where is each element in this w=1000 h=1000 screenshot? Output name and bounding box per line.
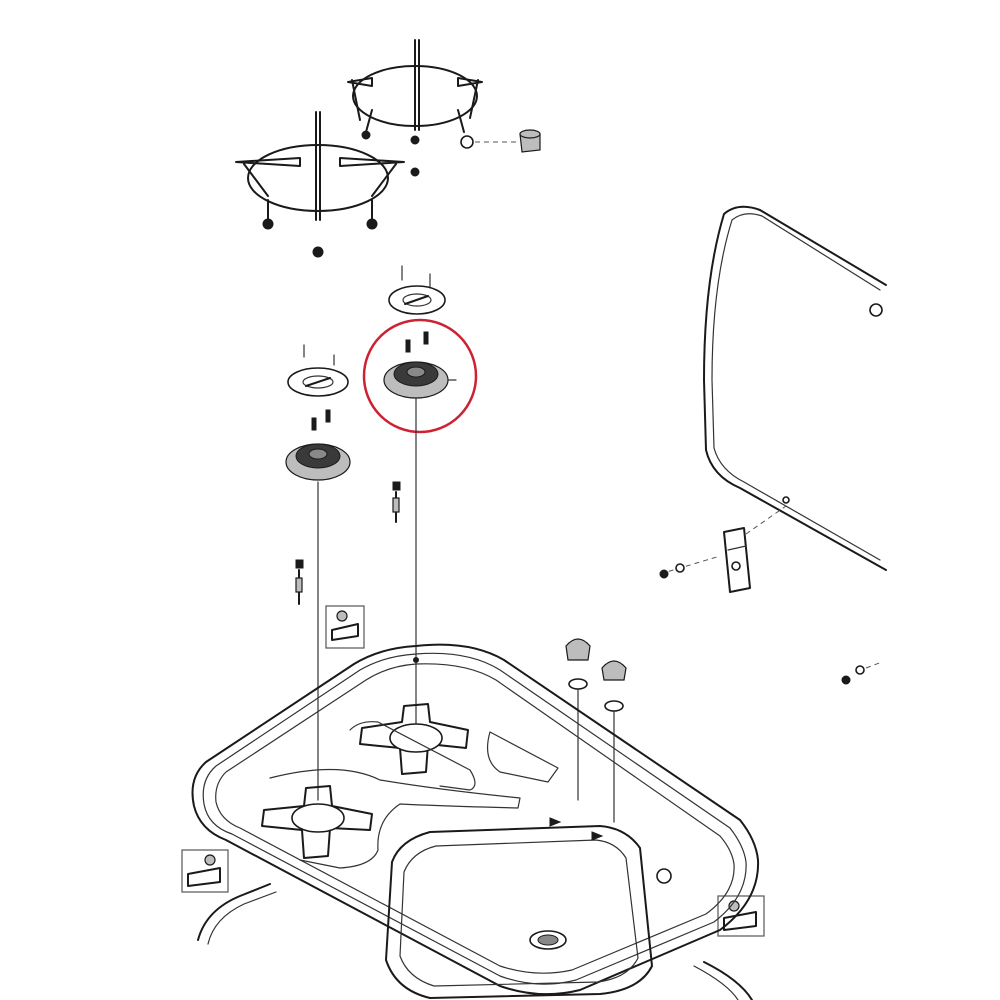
igniter-front[interactable] [295,559,304,605]
mounting-clamp-detail-left[interactable] [181,849,229,893]
drip-tray-plate [269,721,559,869]
sealing-gasket [197,883,753,1000]
burner-cap-front[interactable] [285,409,351,481]
burner-cap-large[interactable] [383,331,457,399]
pan-support-rear[interactable] [347,39,483,145]
mounting-clamp-detail-right[interactable] [717,895,765,937]
lid-hinge[interactable] [659,505,883,685]
glass-lid[interactable] [703,205,887,571]
pan-support-front[interactable] [235,111,420,258]
control-knob-right[interactable] [601,660,627,823]
arrow-marker-right [591,831,604,841]
igniter-rear[interactable] [392,481,401,523]
mounting-clamp-detail-top[interactable] [325,605,365,649]
center-marker [413,657,419,663]
rubber-foot[interactable] [460,129,541,153]
burner-base-front[interactable] [261,785,373,859]
burner-cover-small-front[interactable] [287,344,349,397]
arrow-marker-left [549,817,562,827]
hob-sink-unit[interactable] [191,643,760,996]
burner-base-rear[interactable] [359,703,469,775]
sink-basin[interactable] [385,825,672,999]
highlight-circle [362,318,478,434]
control-knob-left[interactable] [565,638,591,801]
burner-cover-small-rear[interactable] [388,265,446,315]
